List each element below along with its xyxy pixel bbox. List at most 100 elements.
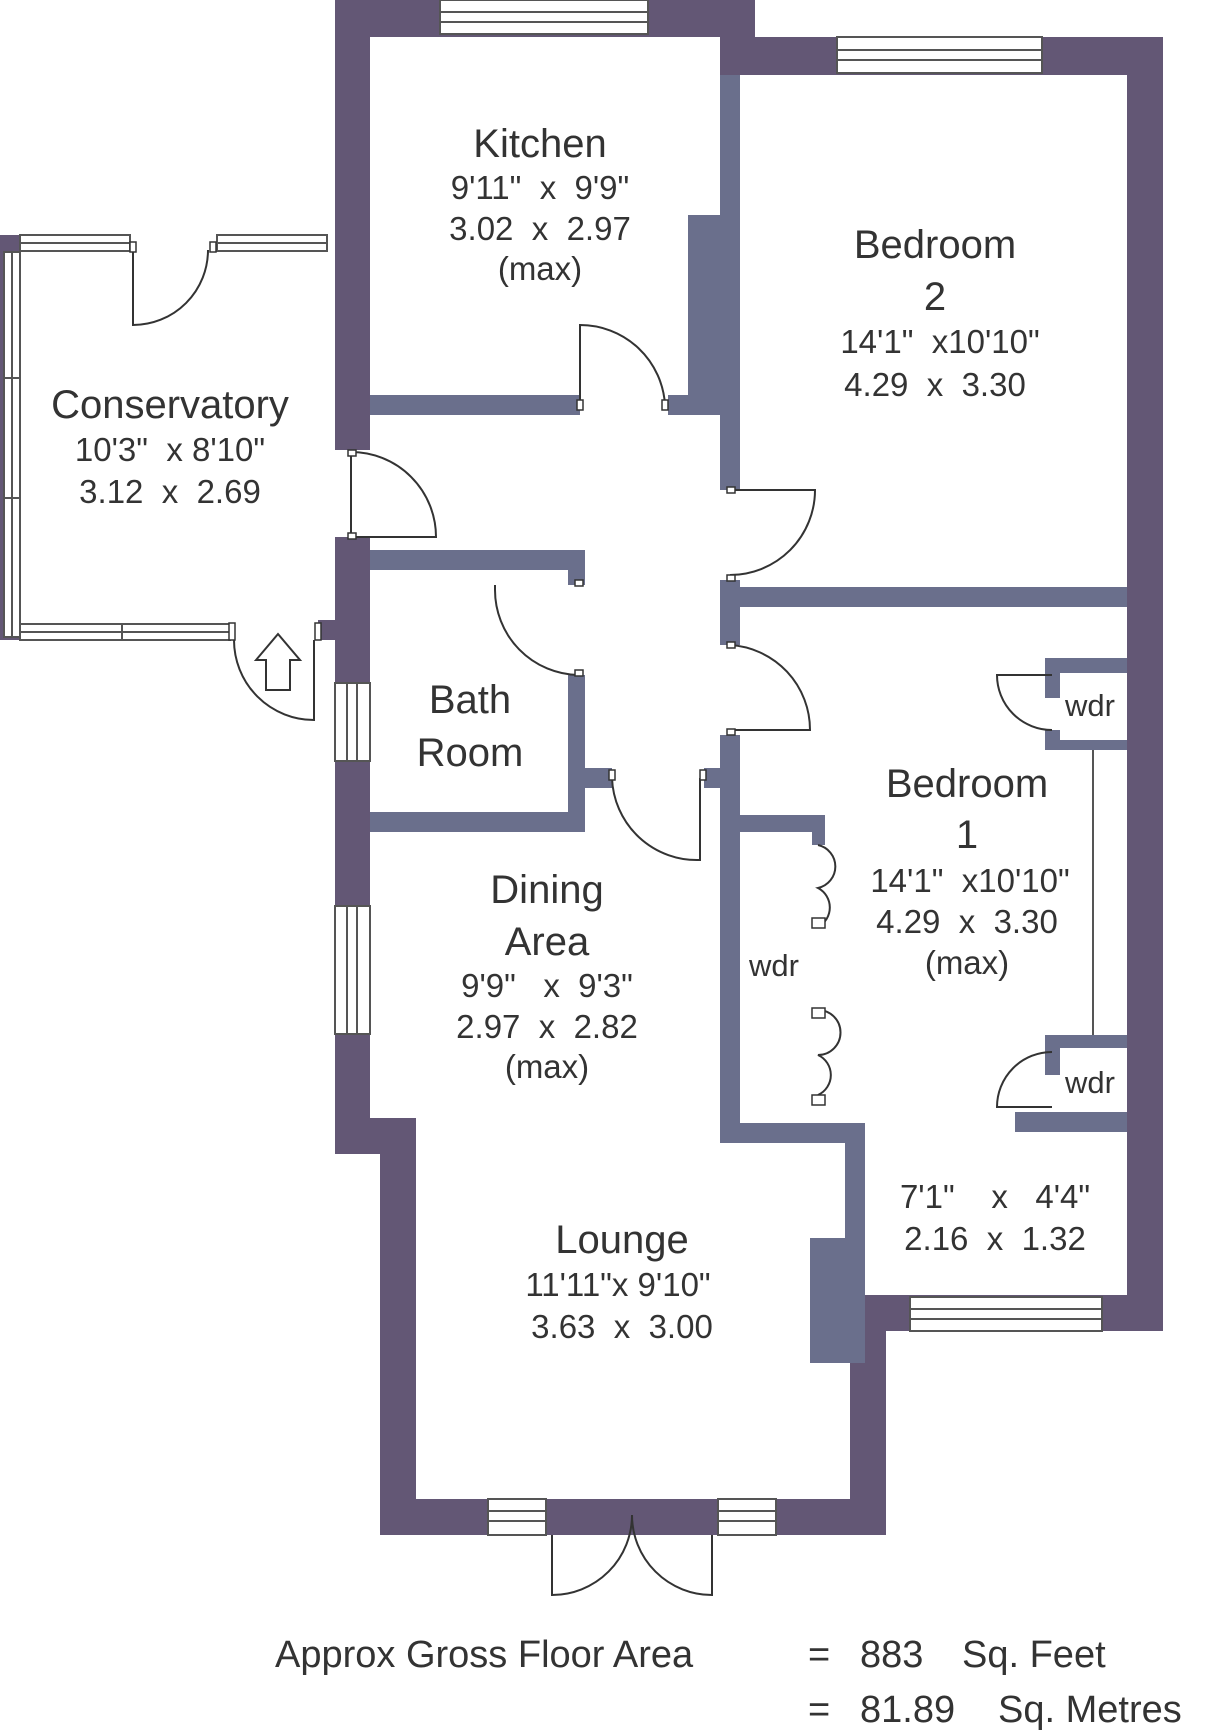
doors xyxy=(129,241,1053,1597)
kitchen-chimney-breast xyxy=(688,215,720,415)
bathroom-north-stub xyxy=(568,550,585,585)
lounge-chimney-breast xyxy=(810,1238,865,1363)
bathroom-south-wall xyxy=(370,812,585,832)
wdr1-west-stub xyxy=(1045,658,1060,698)
conservatory-west-window xyxy=(3,251,21,638)
wdr2-west-stub xyxy=(1045,1035,1060,1075)
wardrobe-south-wall xyxy=(740,1123,865,1143)
entrance-arrow-icon xyxy=(253,632,303,691)
lounge-imperial: 11'11"x 9'10" xyxy=(525,1266,710,1303)
wardrobe-north-stub xyxy=(812,815,825,845)
area-sqm-unit: Sq. Metres xyxy=(998,1689,1182,1731)
area-sqft-value: 883 xyxy=(860,1634,923,1676)
conservatory-garden-door xyxy=(129,241,217,327)
wardrobe-north-wall xyxy=(740,815,825,832)
bedroom1-name: Bedroom xyxy=(886,762,1048,806)
wdr1-north-wall xyxy=(1045,658,1127,673)
bedroom2-imperial: 14'1" x10'10" xyxy=(840,323,1039,360)
area-eq-sqm: = xyxy=(808,1689,830,1731)
kitchen-window xyxy=(439,0,649,35)
lounge-window-right xyxy=(717,1498,777,1536)
label-bedroom1: Bedroom 1 14'1" x10'10" 4.29 x 3.30 (max… xyxy=(870,762,1069,981)
bedroom1-metric: 4.29 x 3.30 xyxy=(876,903,1058,940)
dining-window xyxy=(334,905,371,1035)
bathroom-door xyxy=(494,579,584,677)
conservatory-hall-door xyxy=(347,449,438,540)
bedroom1-door xyxy=(726,641,812,736)
label-conservatory: Conservatory 10'3" x 8'10" 3.12 x 2.69 xyxy=(51,383,289,510)
windows xyxy=(3,0,1103,1536)
dining-door xyxy=(608,769,707,862)
wardrobe-folding-doors xyxy=(811,844,842,1106)
conservatory-imperial: 10'3" x 8'10" xyxy=(75,431,265,468)
dining-imperial: 9'9" x 9'3" xyxy=(461,967,633,1004)
kitchen-note: (max) xyxy=(498,250,582,287)
bedroom1-west-wall-upper xyxy=(720,580,740,645)
conservatory-metric: 3.12 x 2.69 xyxy=(79,473,261,510)
conservatory-south-stub xyxy=(318,620,335,640)
label-bathroom: Bath Room xyxy=(417,678,524,775)
area-label: Approx Gross Floor Area xyxy=(275,1634,694,1676)
kitchen-south-wall-left xyxy=(370,395,580,415)
conservatory-north-window-left xyxy=(19,234,131,252)
wdr2-north-wall xyxy=(1045,1035,1127,1048)
bathroom-north-wall xyxy=(370,550,585,570)
wdr1-label: wdr xyxy=(1064,688,1115,723)
lounge-west-wall xyxy=(380,1118,416,1535)
label-kitchen: Kitchen 9'11" x 9'9" 3.02 x 2.97 (max) xyxy=(449,122,631,287)
kitchen-name: Kitchen xyxy=(473,122,606,166)
conservatory-south-window xyxy=(19,623,231,641)
area-sqm-value: 81.89 xyxy=(860,1689,955,1731)
label-bay: 7'1" x 4'4" 2.16 x 1.32 xyxy=(900,1178,1090,1257)
lounge-name: Lounge xyxy=(555,1218,688,1262)
kitchen-metric: 3.02 x 2.97 xyxy=(449,210,631,247)
wdr1-door xyxy=(995,674,1053,731)
bedroom1-number: 1 xyxy=(956,813,978,857)
wardrobe-west-wall xyxy=(720,735,740,1143)
bay-imperial: 7'1" x 4'4" xyxy=(900,1178,1090,1215)
bedroom2-name: Bedroom xyxy=(854,223,1016,267)
wdr1-south-wall xyxy=(1045,740,1127,750)
hall-stub-left xyxy=(585,768,612,788)
bay-metric: 2.16 x 1.32 xyxy=(904,1220,1086,1257)
bedroom2-door xyxy=(726,486,817,582)
lounge-window-left xyxy=(487,1498,547,1536)
bay-window xyxy=(909,1296,1103,1332)
dining-metric: 2.97 x 2.82 xyxy=(456,1008,638,1045)
kitchen-west-wall xyxy=(335,0,370,450)
bathroom-east-wall xyxy=(568,675,585,830)
label-lounge: Lounge 11'11"x 9'10" 3.63 x 3.00 xyxy=(525,1218,712,1345)
area-eq-sqft: = xyxy=(808,1634,830,1676)
kitchen-door xyxy=(576,323,669,411)
conservatory-north-window-right xyxy=(216,234,328,252)
conservatory-name: Conservatory xyxy=(51,383,289,427)
bathroom-name-line1: Bath xyxy=(429,678,511,722)
lounge-french-doors xyxy=(551,1514,713,1597)
bedroom2-metric: 4.29 x 3.30 xyxy=(844,366,1026,403)
bathroom-window xyxy=(334,682,371,762)
conservatory-side-door xyxy=(228,622,322,722)
west-wall xyxy=(335,537,370,1154)
label-bedroom2: Bedroom 2 14'1" x10'10" 4.29 x 3.30 xyxy=(840,223,1039,403)
kitchen-imperial: 9'11" x 9'9" xyxy=(451,169,630,206)
bedroom1-imperial: 14'1" x10'10" xyxy=(870,862,1069,899)
label-wardrobes: wdr wdr wdr xyxy=(748,688,1115,1100)
east-wall xyxy=(1127,37,1163,1331)
gross-floor-area: Approx Gross Floor Area = 883 Sq. Feet =… xyxy=(275,1634,1182,1731)
area-sqft-unit: Sq. Feet xyxy=(962,1634,1106,1676)
wdr2-label: wdr xyxy=(1064,1065,1115,1100)
wdr2-door xyxy=(995,1051,1053,1108)
lounge-metric: 3.63 x 3.00 xyxy=(531,1308,713,1345)
dining-note: (max) xyxy=(505,1048,589,1085)
label-dining: Dining Area 9'9" x 9'3" 2.97 x 2.82 (max… xyxy=(456,868,638,1085)
wdr2-south-wall xyxy=(1015,1112,1127,1132)
bathroom-name-line2: Room xyxy=(417,731,524,775)
wdr-hall-label: wdr xyxy=(748,948,799,983)
dining-name-line2: Area xyxy=(505,920,590,964)
bedroom2-number: 2 xyxy=(924,275,946,319)
inner-walls xyxy=(370,75,1127,1363)
bedroom1-note: (max) xyxy=(925,944,1009,981)
bedroom2-west-wall xyxy=(720,75,740,490)
dining-name-line1: Dining xyxy=(490,868,603,912)
